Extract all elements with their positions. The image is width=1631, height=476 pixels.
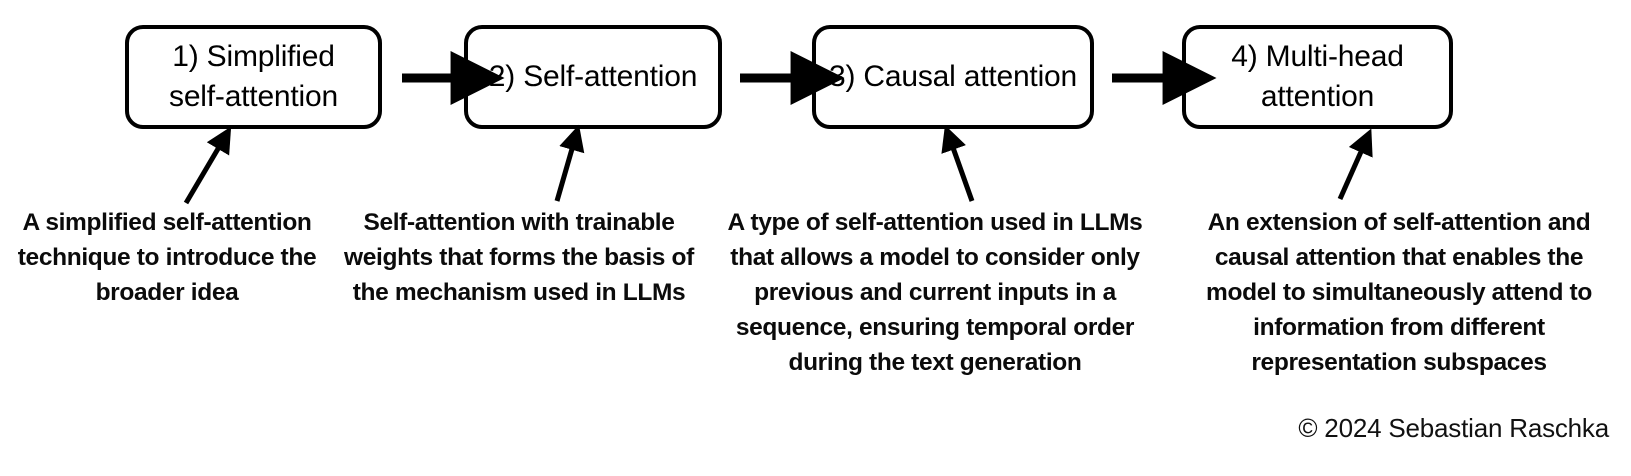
copyright-credit: © 2024 Sebastian Raschka [1298,413,1609,443]
caption-simplified-self-attention: A simplified self-attention technique to… [17,209,317,306]
caption-causal-attention: A type of self-attention used in LLMs th… [727,209,1143,376]
flow-box-self-attention[interactable]: 2) Self-attention [464,25,722,129]
caption-self-attention: Self-attention with trainable weights th… [344,209,694,306]
pointer-caption3-to-box3 [941,125,975,202]
caption-multi-head-attention: An extension of self-attention and causa… [1206,209,1592,376]
pointer-caption1-to-box1 [183,126,232,205]
pointer-caption2-to-box2 [554,124,585,202]
flow-box-multi-head-attention[interactable]: 4) Multi-head attention [1182,25,1453,129]
pointer-caption4-to-box4 [1337,128,1373,201]
flow-box-causal-attention[interactable]: 3) Causal attention [812,25,1094,129]
flow-box-simplified-self-attention[interactable]: 1) Simplified self-attention [125,25,382,129]
